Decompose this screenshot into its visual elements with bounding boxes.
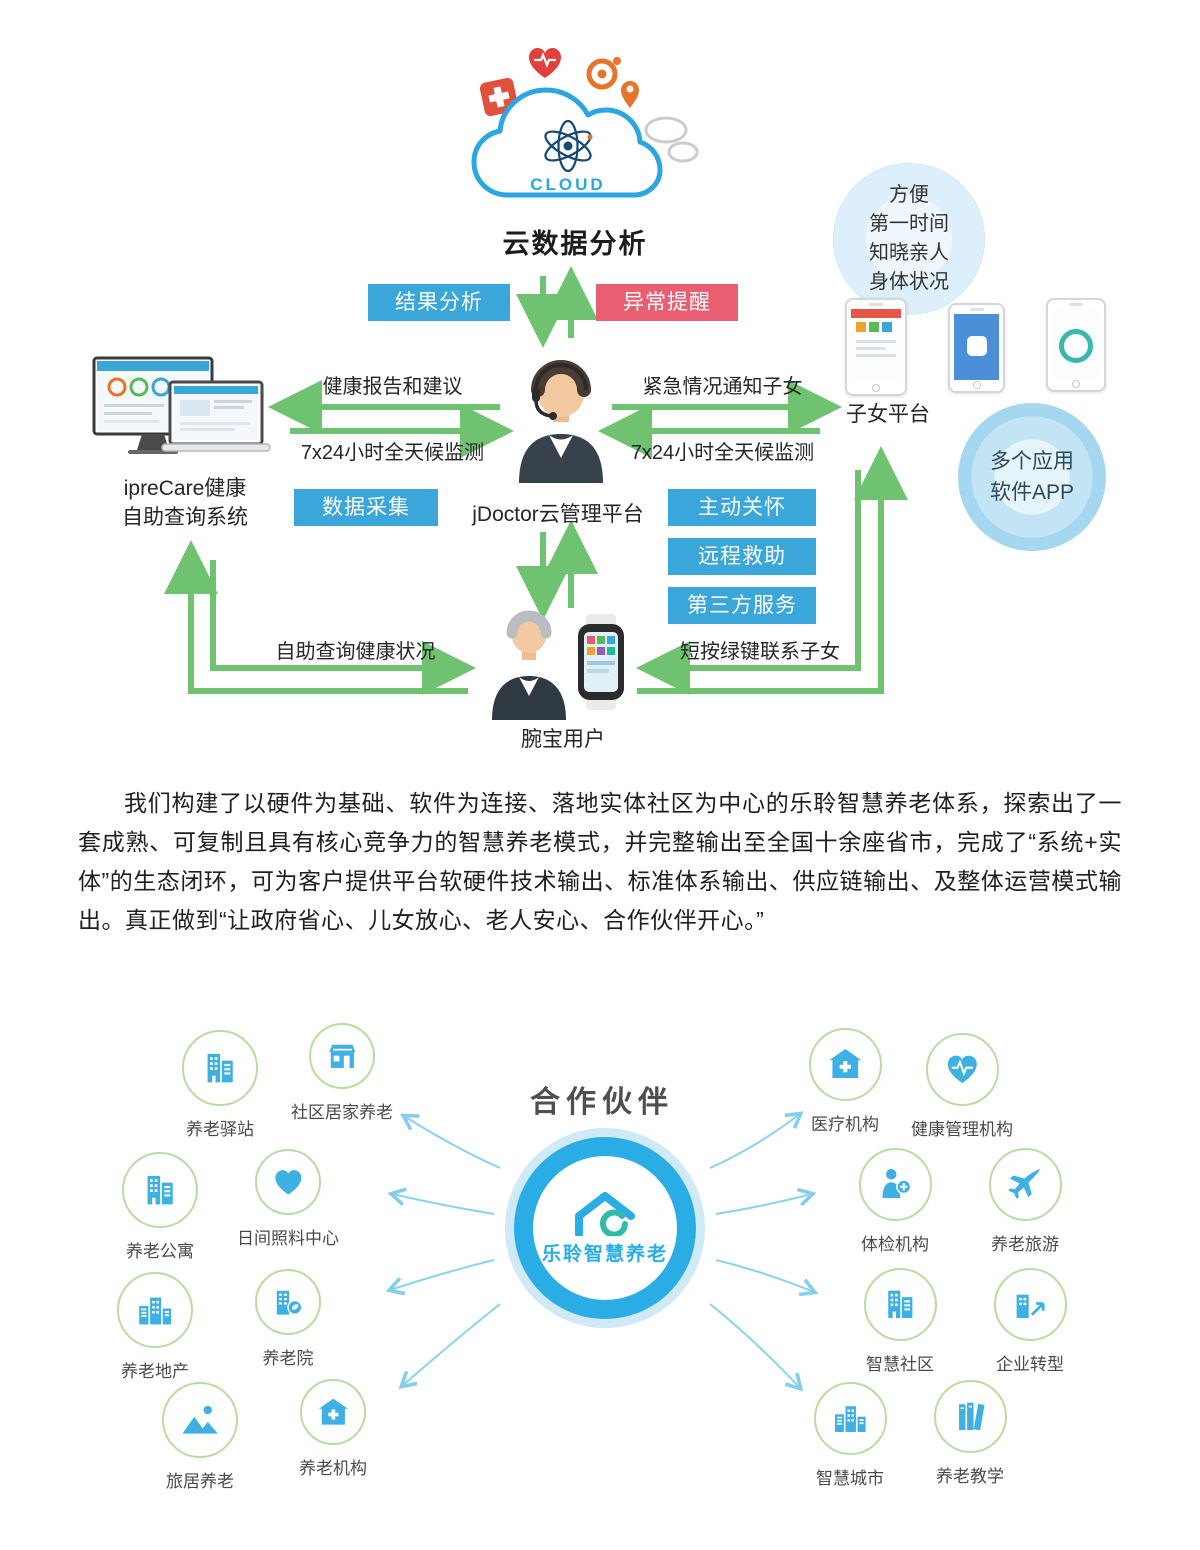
- hospital-icon: [316, 1395, 351, 1430]
- hospital-icon: [826, 1045, 865, 1084]
- monitor-right-label: 7x24小时全天候监测: [630, 442, 815, 464]
- phone-chat-app: [948, 303, 1005, 393]
- ring-icon: [1059, 329, 1093, 363]
- partner-arrow: [398, 1303, 501, 1390]
- city-icon: [831, 1399, 870, 1438]
- operator-avatar: [519, 360, 603, 483]
- children-platform-label: 子女平台: [846, 403, 930, 426]
- partner-arrow: [385, 1259, 495, 1296]
- arrow-children-to-user: [636, 470, 861, 695]
- elderly-avatar: [492, 610, 566, 720]
- partner-lvju-yanglao: 旅居养老: [125, 1382, 275, 1492]
- health-report-label: 健康报告和建议: [322, 376, 463, 398]
- abnormal-alert-box: 异常提醒: [596, 284, 738, 321]
- phone-monitor-app: [1046, 298, 1106, 392]
- chat-icon: [966, 336, 987, 356]
- scenery-icon: [180, 1400, 220, 1440]
- location-pin-icon: [621, 81, 639, 108]
- partners-section: 合作伙伴 乐聆智慧养老 养老驿站 社区居家养老 养老公寓: [0, 1010, 1200, 1550]
- partner-zhihui-shequ: 智慧社区: [825, 1268, 975, 1375]
- partner-yanglaoyuan: 养老院: [213, 1269, 363, 1369]
- intro-paragraph: 我们构建了以硬件为基础、软件为连接、落地实体社区为中心的乐聆智慧养老体系，探索出…: [78, 790, 1122, 933]
- partner-arrows: [385, 1111, 819, 1392]
- partner-jiankang-guanli: 健康管理机构: [887, 1033, 1037, 1140]
- partner-arrow: [387, 1187, 495, 1215]
- arrow-greenkey-up: [637, 446, 908, 694]
- partner-arrow: [715, 1259, 819, 1297]
- smartwatch-icon: [578, 614, 624, 710]
- building-icon: [881, 1285, 920, 1324]
- phone-home-button: [872, 384, 880, 392]
- convenience-bubble: 方便 第一时间 知晓亲人 身体状况: [833, 163, 985, 315]
- partner-yiliao-jigou: 医疗机构: [770, 1028, 920, 1135]
- result-analysis-box: 结果分析: [368, 284, 510, 321]
- building-arrow-icon: [1011, 1285, 1050, 1324]
- city-icon: [135, 1290, 175, 1330]
- data-collection-box: 数据采集: [294, 489, 438, 526]
- phone-speaker: [869, 303, 883, 306]
- partner-yanglao-jigou: 养老机构: [258, 1379, 408, 1479]
- person-plus-icon: [876, 1165, 915, 1204]
- leling-house-icon: [575, 1192, 635, 1236]
- architecture-diagram: CLOUD 云数据分析 结果分析 异常提醒 数据采集 主动关怀 远程救助 第三方…: [0, 0, 1200, 770]
- plane-icon: [1006, 1165, 1045, 1204]
- arrow-ipre-to-user: [210, 560, 476, 695]
- partner-yanglao-lvyou: 养老旅游: [950, 1148, 1100, 1255]
- partner-yanglao-dichan: 养老地产: [80, 1272, 230, 1382]
- monitor-left-label: 7x24小时全天候监测: [300, 442, 485, 464]
- partner-zhihui-chengshi: 智慧城市: [775, 1382, 925, 1489]
- wristband-user-label: 腕宝用户: [521, 728, 605, 751]
- camera-icon: [586, 57, 621, 90]
- partner-arrow: [715, 1187, 817, 1215]
- partner-yanglao-jiaoxue: 养老教学: [895, 1380, 1045, 1487]
- heart-pulse-deco-icon: [529, 48, 561, 78]
- building-icon: [200, 1048, 240, 1088]
- heart-pulse-icon: [943, 1050, 982, 1089]
- emergency-notice-label: 紧急情况通知子女: [642, 376, 803, 398]
- storefront-icon: [325, 1039, 360, 1074]
- multi-app-bubble: 多个应用 软件APP: [958, 403, 1106, 551]
- green-key-label: 短按绿键联系子女: [680, 641, 840, 663]
- remote-rescue-box: 远程救助: [668, 538, 816, 575]
- cloud-graphic: CLOUD: [471, 48, 699, 198]
- partner-tijian-jigou: 体检机构: [820, 1148, 970, 1255]
- active-care-box: 主动关怀: [668, 489, 816, 526]
- partner-yanglao-gongyu: 养老公寓: [85, 1152, 235, 1262]
- phone-health-app: [845, 298, 907, 396]
- partner-arrow: [709, 1303, 804, 1392]
- partner-arrow: [709, 1111, 804, 1169]
- arrow-selfquery-up: [164, 540, 468, 694]
- atom-icon: [544, 119, 593, 173]
- platform-label: jDoctor云管理平台: [472, 503, 644, 526]
- small-clouds: [644, 116, 699, 163]
- center-logo: 乐聆智慧养老: [505, 1128, 705, 1328]
- wristband-user-graphic: [492, 610, 624, 720]
- partner-yanglao-yizhan: 养老驿站: [145, 1030, 295, 1140]
- flow-arrows: [164, 266, 908, 695]
- partner-rijian-zhaoliao: 日间照料中心: [213, 1149, 363, 1249]
- iprecare-monitors: [92, 356, 271, 454]
- cloud-word: CLOUD: [530, 175, 605, 194]
- books-icon: [951, 1397, 990, 1436]
- partner-shequ-jujia: 社区居家养老: [267, 1023, 417, 1123]
- partner-qiye-zhuanxing: 企业转型: [955, 1268, 1105, 1375]
- iprecare-label: ipreCare健康 自助查询系统: [122, 477, 248, 529]
- third-party-box: 第三方服务: [668, 587, 816, 624]
- logo-text: 乐聆智慧养老: [541, 1244, 668, 1265]
- partner-arrow: [400, 1113, 501, 1169]
- building-icon: [140, 1170, 180, 1210]
- heart-icon: [271, 1165, 306, 1200]
- laptop: [161, 380, 271, 452]
- partners-title: 合作伙伴: [530, 1085, 674, 1119]
- building-leaf-icon: [271, 1285, 306, 1320]
- cloud-title: 云数据分析: [502, 229, 648, 259]
- self-query-label: 自助查询健康状况: [275, 641, 436, 663]
